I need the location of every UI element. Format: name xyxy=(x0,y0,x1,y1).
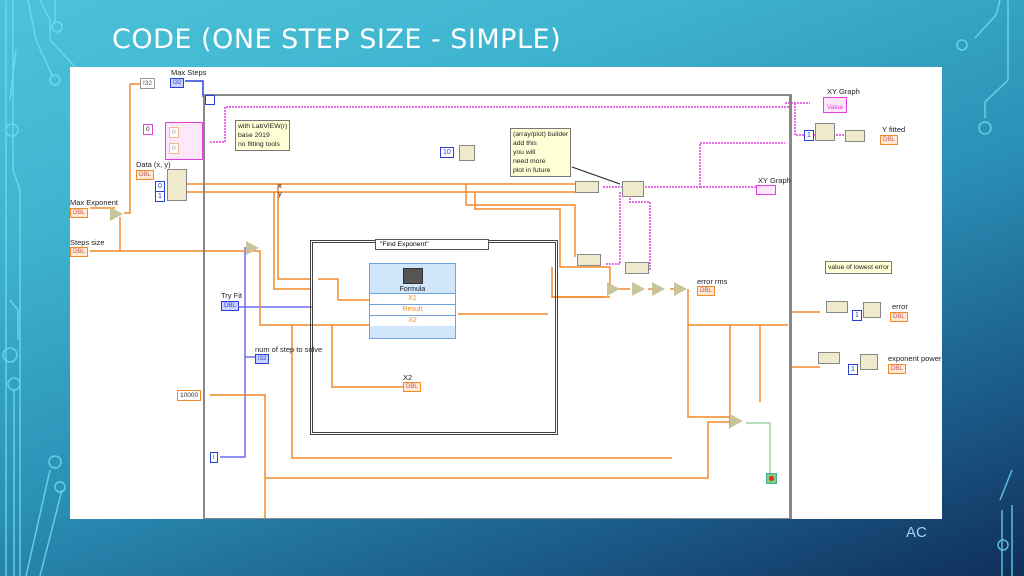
formula-input-x2: X2 xyxy=(370,315,455,326)
index-1-constant: 1 xyxy=(155,191,165,202)
num-steps-indicator: I32 xyxy=(255,354,270,364)
int-wire xyxy=(185,80,204,97)
calculator-icon xyxy=(403,268,423,284)
cluster-wire xyxy=(605,192,621,265)
xy-graph-out-label: XY Graph xyxy=(827,87,860,96)
wait-ms-constant: 10 xyxy=(440,147,454,158)
formula-input-x1: X1 xyxy=(370,293,455,304)
error-label: error xyxy=(892,302,908,311)
loop-count-terminal xyxy=(205,95,215,105)
bundle-node xyxy=(622,181,644,197)
steps-size-label: Steps size xyxy=(70,238,105,247)
labview-note: with LabVIEW(r) base 2019 no fitting too… xyxy=(235,120,291,151)
exponent-power-indicator: DBL xyxy=(888,364,906,374)
build-array-node xyxy=(625,262,649,274)
stop-condition-terminal xyxy=(766,473,777,484)
i32-conversion: I32 xyxy=(140,78,156,89)
initial-error-constant: 10000 xyxy=(177,390,202,401)
error-rms-label: error rms xyxy=(697,277,728,286)
exponent-power-label: exponent power xyxy=(888,354,942,363)
error-index-constant: 1 xyxy=(852,310,862,321)
error-rms-indicator: DBL xyxy=(697,286,715,296)
boolean-wire xyxy=(746,422,771,477)
index-array-node xyxy=(167,169,187,201)
xy-graph-out-indicator: Value xyxy=(823,97,847,113)
wait-ms-node xyxy=(459,145,475,161)
max-exponent-control[interactable]: DBL xyxy=(70,208,88,218)
x2-indicator: DBL xyxy=(403,382,421,392)
index-array-node xyxy=(860,354,878,370)
case-selector[interactable]: "Find Exponent" xyxy=(375,239,489,250)
slide-footer: AC xyxy=(906,524,927,541)
steps-size-control[interactable]: DBL xyxy=(70,247,88,257)
formula-output-result: Result xyxy=(370,304,455,315)
cluster-wire xyxy=(629,192,651,270)
index-array-node xyxy=(863,302,881,318)
square-node xyxy=(632,282,645,296)
cluster-constant: 0 xyxy=(143,124,153,135)
xy-graph-in-indicator xyxy=(756,185,776,195)
index-array-node xyxy=(815,123,835,141)
formula-node: Formula X1 Result X2 xyxy=(369,263,456,339)
x2-label: X2 xyxy=(403,373,413,382)
less-than-node xyxy=(730,414,743,428)
lowest-error-note: value of lowest error xyxy=(825,261,893,274)
cluster-wire xyxy=(630,142,785,188)
error-indicator: DBL xyxy=(890,312,908,322)
y-fitted-label: Y fitted xyxy=(882,125,906,134)
block-diagram: I32 Max Steps I32 Max Exponent DBL Steps… xyxy=(70,67,942,519)
multiply-node xyxy=(246,241,259,255)
array-max-min-node xyxy=(826,301,848,313)
data-xy-control[interactable]: DBL xyxy=(136,170,154,180)
xy-graph-in-label: XY Graph xyxy=(758,176,791,185)
unbundle-node xyxy=(845,130,865,142)
y-fitted-indicator: DBL xyxy=(880,135,898,145)
x-wire-label: x xyxy=(278,181,282,190)
subtract-node xyxy=(607,282,620,296)
cluster-array-constant: 0 0 xyxy=(165,122,203,160)
int-wire xyxy=(220,247,255,458)
note-arrow xyxy=(571,166,621,185)
sum-node xyxy=(652,282,665,296)
iteration-terminal: i xyxy=(210,452,218,463)
build-array-node xyxy=(575,181,599,193)
exponent-index-constant: 1 xyxy=(848,364,858,375)
try-fit-control[interactable]: DBL xyxy=(221,301,239,311)
formula-title: Formula xyxy=(399,286,426,293)
multiply-node xyxy=(110,207,123,221)
num-steps-label: num of step to solve xyxy=(255,345,323,354)
slide-title: CODE (ONE STEP SIZE - SIMPLE) xyxy=(112,24,562,55)
data-xy-label: Data (x, y) xyxy=(136,160,171,169)
while-loop-structure xyxy=(203,94,792,519)
sqrt-node xyxy=(674,282,687,296)
try-fit-label: Try Fit xyxy=(221,291,242,300)
y-wire-label: y xyxy=(278,189,282,198)
xy-index-constant: 1 xyxy=(804,130,814,141)
max-steps-label: Max Steps xyxy=(171,68,207,77)
builder-note: (array/plot) builder add this you will n… xyxy=(510,128,572,177)
build-array-node xyxy=(577,254,601,266)
max-exponent-label: Max Exponent xyxy=(70,198,118,207)
max-steps-control[interactable]: I32 xyxy=(170,78,185,88)
array-max-min-node xyxy=(818,352,840,364)
